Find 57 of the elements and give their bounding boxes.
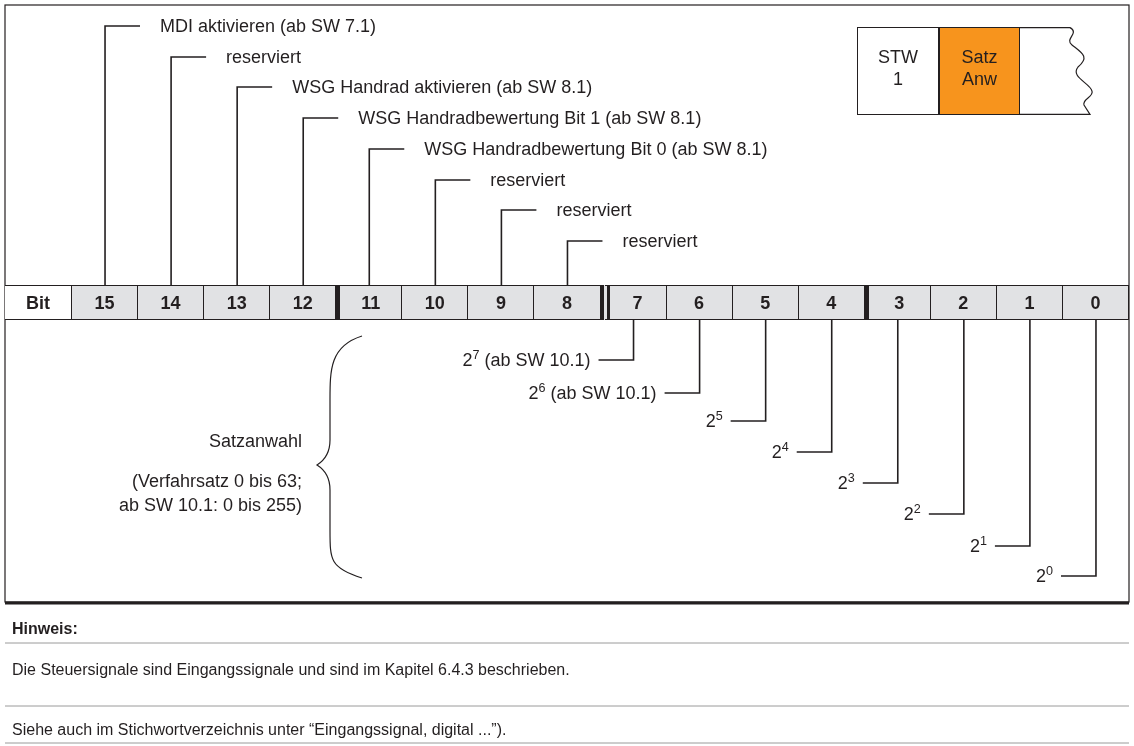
bit-cell: 2 [930,285,997,320]
leader-line [104,25,141,286]
bit-cell: 14 [138,285,205,320]
bit-cell: 0 [1062,285,1129,320]
group-label: Satzanwahl [207,430,302,453]
bit-weight: 2$^{7}$ (ab SW 10.1) [462,349,599,371]
leader-line [302,117,340,286]
bit-cell: 13 [204,285,271,320]
bit-cell: 12 [270,285,337,320]
bit-description: reserviert [602,230,698,252]
leader-line [236,86,273,286]
note-heading: Hinweis: [12,619,78,639]
row-header: Bit [5,285,72,320]
bit-cell: 9 [468,285,535,320]
leader-line [862,319,899,484]
telegram-field: Satz Anw [939,27,1020,115]
bit-cell: 3 [864,285,931,320]
leader-line [1060,319,1097,577]
bit-description: reserviert [206,46,302,68]
note-text: Die Steuersignale sind Eingangssignale und sind im Kapitel 6.4.3 beschrieben. [12,660,570,680]
bit-weight: 2$^{6}$ (ab SW 10.1) [528,382,665,404]
leader-line [729,319,767,422]
leader-line [597,319,635,361]
bit-weight: 2$^{3}$ [837,472,863,494]
leader-line [368,148,406,286]
bit-cell: 5 [732,285,799,320]
bit-weight: 2$^{0}$ [1035,565,1061,587]
leader-line [928,319,965,515]
bit-description: reserviert [536,199,632,221]
bit-cell: 7 [600,285,667,320]
bit-weight: 2$^{4}$ [771,441,797,463]
leader-line [434,179,472,286]
torn-field-end [1020,27,1092,115]
bit-description: WSG Handradbewertung Bit 0 (ab SW 8.1) [404,138,768,160]
bit-description: WSG Handradbewertung Bit 1 (ab SW 8.1) [338,107,702,129]
bit-cell: 15 [72,285,139,320]
bit-description: reserviert [470,169,566,191]
leader-line [994,319,1031,547]
leader-line [170,56,207,286]
value-range-note: (Verfahrsatz 0 bis 63; ab SW 10.1: 0 bis 255) [117,470,302,517]
bit-cell: 4 [798,285,865,320]
bit-cell: 6 [666,285,733,320]
leader-line [500,209,538,286]
bit-cell: 8 [534,285,601,320]
note-text: Siehe auch im Stichwortverzeichnis unter “Eingangssignal, digital ...”). [12,720,507,740]
bit-weight: 2$^{5}$ [705,410,731,432]
bit-description: WSG Handrad aktivieren (ab SW 8.1) [272,76,593,98]
telegram-field: STW 1 [857,27,939,115]
bit-weight: 2$^{2}$ [903,503,929,525]
leader-line [663,319,701,394]
leader-line [566,240,604,286]
leader-line [795,319,833,453]
bit-cell: 1 [996,285,1063,320]
bit-cell: 10 [402,285,469,320]
bit-weight: 2$^{1}$ [969,535,995,557]
bit-cell: 11 [336,285,403,320]
bit-description: MDI aktivieren (ab SW 7.1) [140,15,377,37]
